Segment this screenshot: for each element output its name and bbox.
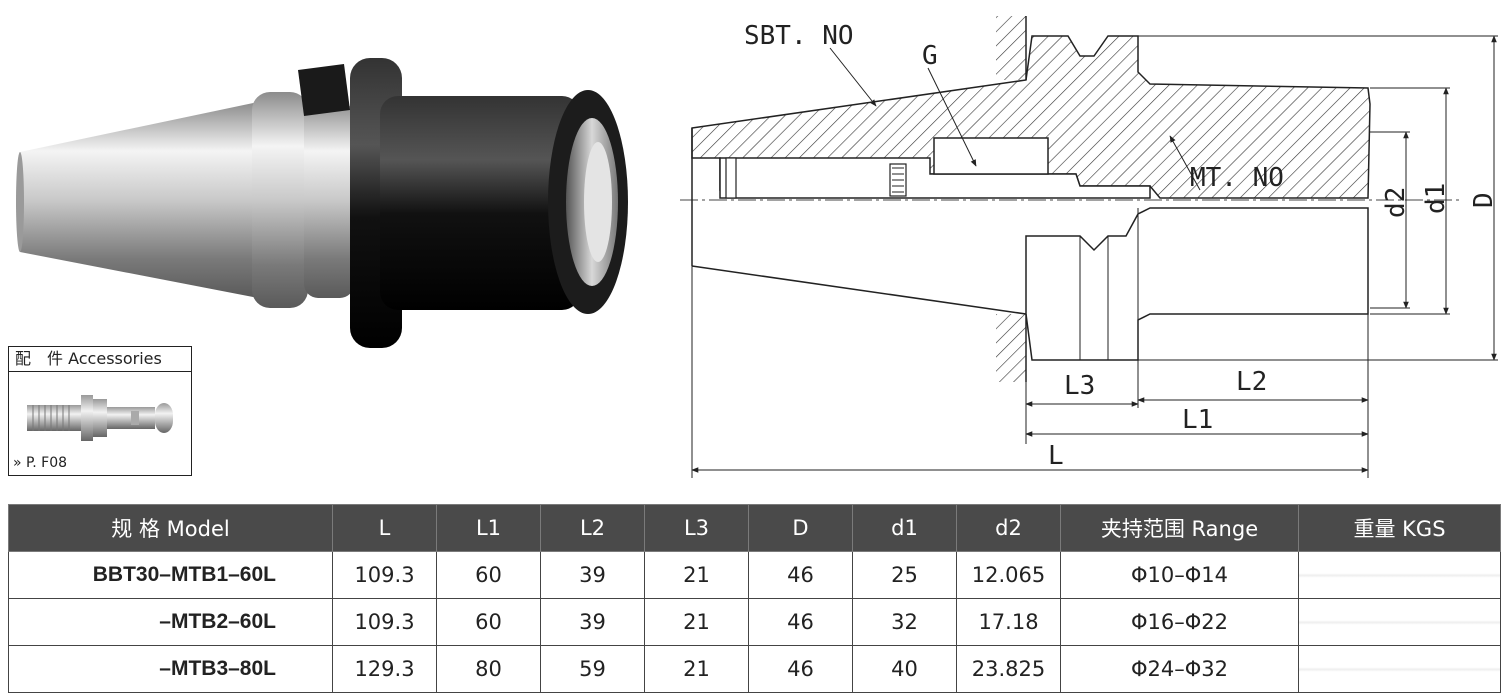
table-row: –MTB3–80L 129.3 80 59 21 46 40 23.825 Φ2…	[8, 645, 1501, 693]
header-D: D	[748, 504, 853, 552]
table-row: –MTB2–60L 109.3 60 39 21 46 32 17.18 Φ16…	[8, 598, 1501, 646]
cell-d1: 32	[852, 598, 957, 646]
header-L: L	[332, 504, 437, 552]
label-L3: L3	[1064, 371, 1095, 401]
table-header-row: 规 格 Model L L1 L2 L3 D d1 d2 夹持范围 Range …	[8, 504, 1501, 552]
cell-d2: 17.18	[956, 598, 1061, 646]
tool-holder-photo	[16, 58, 628, 348]
cell-L: 109.3	[332, 598, 437, 646]
cell-model: –MTB2–60L	[8, 598, 333, 646]
label-g: G	[922, 41, 938, 71]
header-range: 夹持范围 Range	[1060, 504, 1299, 552]
cell-L1: 60	[436, 551, 541, 599]
label-L2: L2	[1236, 367, 1267, 397]
accessories-title: 配 件 Accessories	[9, 347, 191, 372]
label-L: L	[1048, 441, 1064, 471]
cell-model: BBT30–MTB1–60L	[8, 551, 333, 599]
cell-L3: 21	[644, 598, 749, 646]
cell-L: 109.3	[332, 551, 437, 599]
cell-weight	[1298, 551, 1501, 599]
specification-table: 规 格 Model L L1 L2 L3 D d1 d2 夹持范围 Range …	[8, 504, 1501, 693]
header-d2: d2	[956, 504, 1061, 552]
technical-drawing: SBT. NO G MT. NO d2 d1 D L3 L2 L1 L	[680, 16, 1499, 478]
cell-weight	[1298, 598, 1501, 646]
cell-range: Φ24–Φ32	[1060, 645, 1299, 693]
cell-d2: 23.825	[956, 645, 1061, 693]
cell-model: –MTB3–80L	[8, 645, 333, 693]
header-weight: 重量 KGS	[1298, 504, 1501, 552]
label-d1: d1	[1421, 183, 1451, 214]
header-L2: L2	[540, 504, 645, 552]
label-d2: d2	[1381, 187, 1411, 218]
cell-L2: 39	[540, 551, 645, 599]
cell-D: 46	[748, 551, 853, 599]
cell-d2: 12.065	[956, 551, 1061, 599]
label-L1: L1	[1182, 405, 1213, 435]
cell-d1: 40	[852, 645, 957, 693]
cell-L1: 80	[436, 645, 541, 693]
label-D: D	[1469, 192, 1499, 208]
cell-D: 46	[748, 598, 853, 646]
cell-L2: 39	[540, 598, 645, 646]
cell-d1: 25	[852, 551, 957, 599]
cell-L2: 59	[540, 645, 645, 693]
header-model: 规 格 Model	[8, 504, 333, 552]
header-d1: d1	[852, 504, 957, 552]
pull-stud-image	[27, 395, 173, 441]
cell-L: 129.3	[332, 645, 437, 693]
label-mt-no: MT. NO	[1190, 163, 1284, 193]
accessories-page-reference: » P. F08	[13, 455, 68, 471]
cell-range: Φ16–Φ22	[1060, 598, 1299, 646]
cell-weight	[1298, 645, 1501, 693]
cell-D: 46	[748, 645, 853, 693]
cell-range: Φ10–Φ14	[1060, 551, 1299, 599]
header-L3: L3	[644, 504, 749, 552]
label-sbt-no: SBT. NO	[744, 21, 854, 51]
header-L1: L1	[436, 504, 541, 552]
cell-L3: 21	[644, 551, 749, 599]
table-row: BBT30–MTB1–60L 109.3 60 39 21 46 25 12.0…	[8, 551, 1501, 599]
cell-L1: 60	[436, 598, 541, 646]
cell-L3: 21	[644, 645, 749, 693]
accessories-box: 配 件 Accessories » P. F08	[8, 346, 192, 476]
